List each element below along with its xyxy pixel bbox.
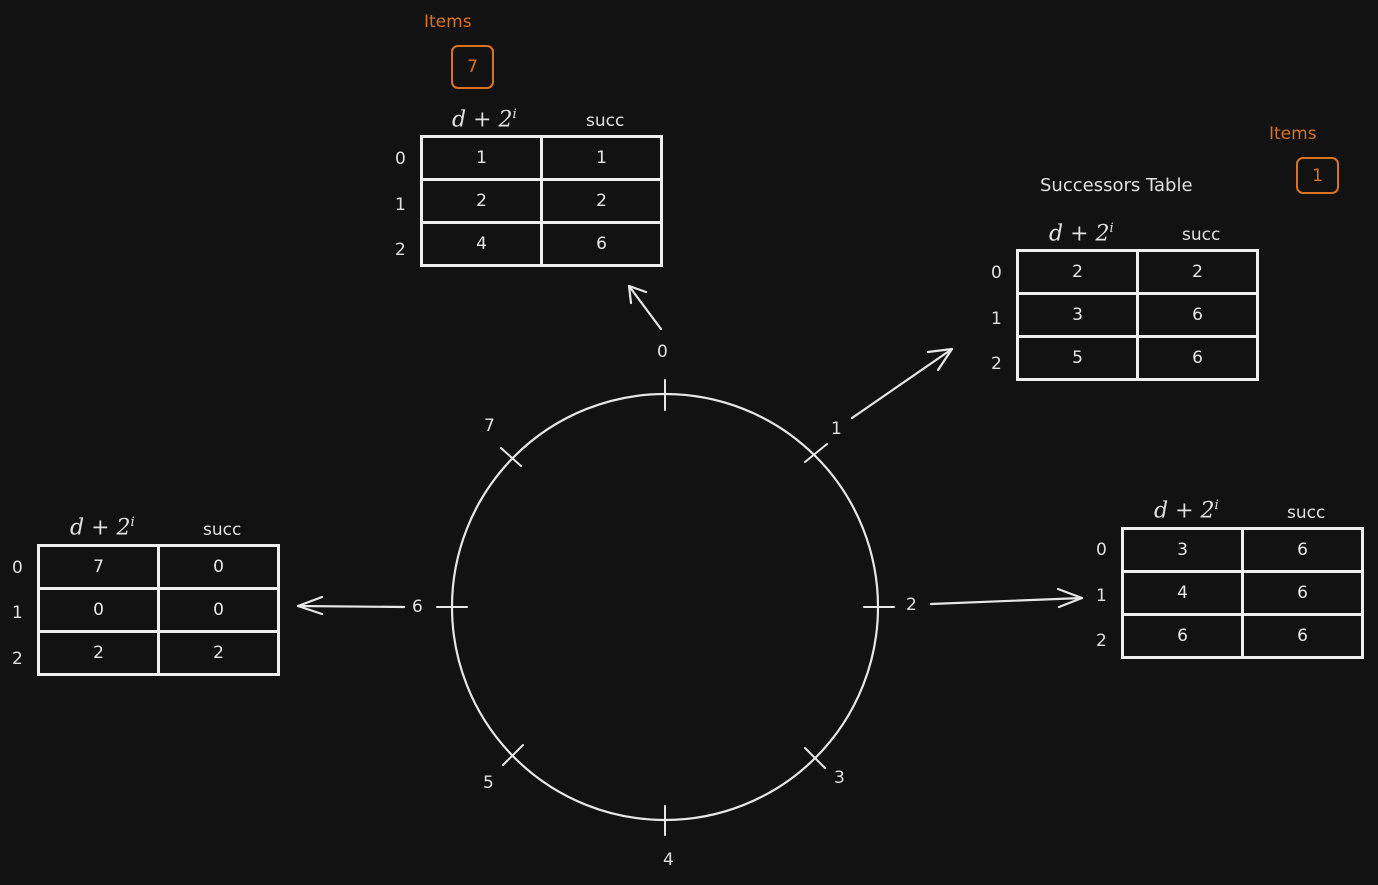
table-row: 4 6 [1121, 570, 1364, 616]
cell-d: 1 [420, 135, 543, 181]
finger-table-node0: 1 1 2 2 4 6 [420, 135, 663, 267]
row-index: 1 [12, 603, 23, 623]
cell-d: 3 [1016, 292, 1139, 338]
ring-label-2: 2 [906, 595, 917, 615]
ring-tick-7 [500, 447, 522, 467]
cell-d: 2 [37, 630, 160, 676]
cell-d: 7 [37, 544, 160, 590]
finger-table-node2: 3 6 4 6 6 6 [1121, 527, 1364, 659]
items-label-node1: Items [1269, 124, 1317, 144]
ring-tick-5 [502, 744, 524, 766]
header-succ-node6: succ [203, 520, 242, 540]
row-index: 0 [12, 558, 23, 578]
cell-d: 6 [1121, 613, 1244, 659]
ring-label-5: 5 [483, 773, 494, 793]
header-succ-node0: succ [586, 111, 625, 131]
cell-succ: 6 [1241, 570, 1364, 616]
row-index: 0 [1096, 540, 1107, 560]
row-index: 2 [1096, 631, 1107, 651]
cell-succ: 2 [157, 630, 280, 676]
arrow-node6-to-table [296, 595, 406, 616]
table-row: 3 6 [1016, 292, 1259, 338]
table-row: 3 6 [1121, 527, 1364, 573]
cell-succ: 0 [157, 544, 280, 590]
arrow-node1-to-table [850, 347, 954, 420]
cell-succ: 1 [540, 135, 663, 181]
row-index: 0 [991, 263, 1002, 283]
ring-label-1: 1 [831, 419, 842, 439]
items-label-node0: Items [424, 12, 472, 32]
ring-label-7: 7 [484, 416, 495, 436]
ring-label-0: 0 [657, 342, 668, 362]
table-row: 5 6 [1016, 335, 1259, 381]
header-succ-node2: succ [1287, 503, 1326, 523]
finger-table-node1: 2 2 3 6 5 6 [1016, 249, 1259, 381]
table-row: 2 2 [37, 630, 280, 676]
header-d-plus-2i-node0: d + 2i [452, 107, 517, 133]
ring-tick-3 [804, 747, 826, 769]
table-row: 0 0 [37, 587, 280, 633]
cell-d: 2 [1016, 249, 1139, 295]
row-index: 1 [991, 309, 1002, 329]
cell-d: 3 [1121, 527, 1244, 573]
ring-label-3: 3 [834, 768, 845, 788]
cell-succ: 6 [1136, 292, 1259, 338]
ring-label-4: 4 [663, 850, 674, 870]
item-box-node0: 7 [451, 45, 494, 89]
cell-succ: 2 [1136, 249, 1259, 295]
row-index: 1 [395, 195, 406, 215]
table-row: 6 6 [1121, 613, 1364, 659]
cell-succ: 6 [540, 221, 663, 267]
cell-d: 4 [420, 221, 543, 267]
item-box-node1: 1 [1296, 157, 1339, 194]
row-index: 2 [12, 649, 23, 669]
arrow-node2-to-table [929, 587, 1084, 609]
row-index: 1 [1096, 586, 1107, 606]
table-row: 4 6 [420, 221, 663, 267]
row-index: 2 [991, 354, 1002, 374]
table-row: 1 1 [420, 135, 663, 181]
row-index: 2 [395, 240, 406, 260]
header-succ-node1: succ [1182, 225, 1221, 245]
ring-label-6: 6 [412, 597, 423, 617]
cell-succ: 6 [1241, 527, 1364, 573]
header-d-plus-2i-node1: d + 2i [1049, 221, 1114, 247]
table-row: 2 2 [1016, 249, 1259, 295]
cell-d: 0 [37, 587, 160, 633]
cell-succ: 2 [540, 178, 663, 224]
cell-succ: 6 [1136, 335, 1259, 381]
header-d-plus-2i-node6: d + 2i [70, 515, 135, 541]
cell-succ: 0 [157, 587, 280, 633]
ring-tick-1 [804, 443, 828, 463]
cell-d: 2 [420, 178, 543, 224]
finger-table-node6: 7 0 0 0 2 2 [37, 544, 280, 676]
header-d-plus-2i-node2: d + 2i [1154, 498, 1219, 524]
cell-succ: 6 [1241, 613, 1364, 659]
table-row: 7 0 [37, 544, 280, 590]
cell-d: 5 [1016, 335, 1139, 381]
successors-table-title: Successors Table [1040, 175, 1193, 196]
table-row: 2 2 [420, 178, 663, 224]
arrow-node0-to-table [627, 284, 663, 331]
row-index: 0 [395, 149, 406, 169]
cell-d: 4 [1121, 570, 1244, 616]
